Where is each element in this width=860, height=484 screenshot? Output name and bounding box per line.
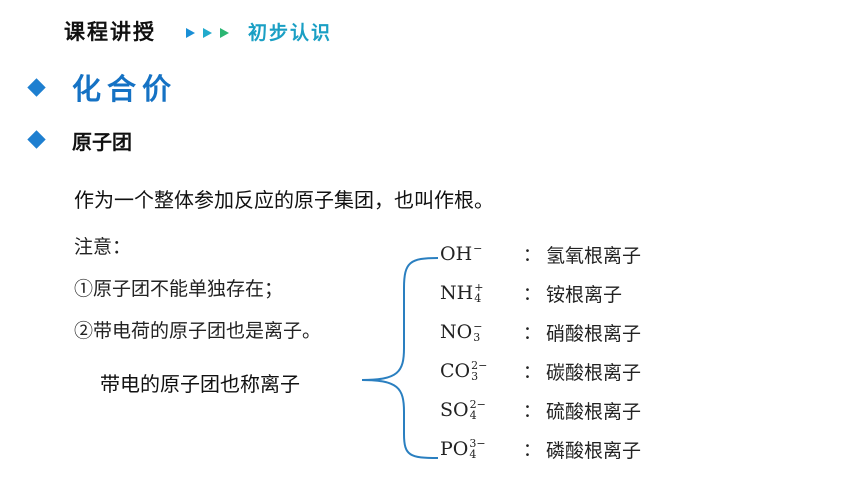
- ion-name: 氢氧根离子: [546, 244, 642, 267]
- ion-name: 磷酸根离子: [546, 439, 642, 462]
- header-title: 课程讲授: [64, 20, 156, 44]
- definition-text: 作为一个整体参加反应的原子集团，也叫作根。: [74, 188, 494, 212]
- note-heading: 注意：: [74, 236, 132, 258]
- ion-row: NO −3 ： 硝酸根离子: [440, 320, 642, 345]
- diamond-bullet-icon: [27, 130, 46, 149]
- header-arrows: [186, 28, 229, 38]
- ion-name: 硫酸根离子: [546, 400, 642, 423]
- subsection-title: 原子团: [72, 130, 132, 154]
- ion-row: NH +4 ： 铵根离子: [440, 281, 623, 306]
- ion-row: PO 3−4 ： 磷酸根离子: [440, 437, 642, 462]
- header-subtitle: 初步认识: [248, 22, 333, 44]
- ion-name: 碳酸根离子: [546, 361, 642, 384]
- ion-name: 铵根离子: [546, 283, 623, 306]
- charged-group-label: 带电的原子团也称离子: [100, 372, 300, 396]
- ion-formula: SO 2−4: [440, 398, 486, 422]
- arrow-icon: [203, 28, 212, 38]
- arrow-icon: [220, 28, 229, 38]
- ion-formula: NH +4: [440, 281, 484, 305]
- ion-formula: PO 3−4: [440, 437, 486, 461]
- ion-row: OH − ： 氢氧根离子: [440, 242, 642, 267]
- ion-row: SO 2−4 ： 硫酸根离子: [440, 398, 642, 423]
- arrow-icon: [186, 28, 195, 38]
- ion-formula: OH −: [440, 242, 483, 265]
- ion-formula: CO 2−3: [440, 359, 488, 383]
- ion-row: CO 2−3 ： 碳酸根离子: [440, 359, 642, 384]
- note-item: ①原子团不能单独存在；: [74, 278, 284, 300]
- note-item: ②带电荷的原子团也是离子。: [74, 320, 322, 342]
- curly-brace: [361, 257, 439, 459]
- section-title: 化合价: [72, 72, 178, 106]
- ion-formula: NO −3: [440, 320, 483, 344]
- diamond-bullet-icon: [27, 78, 46, 97]
- ion-name: 硝酸根离子: [546, 322, 642, 345]
